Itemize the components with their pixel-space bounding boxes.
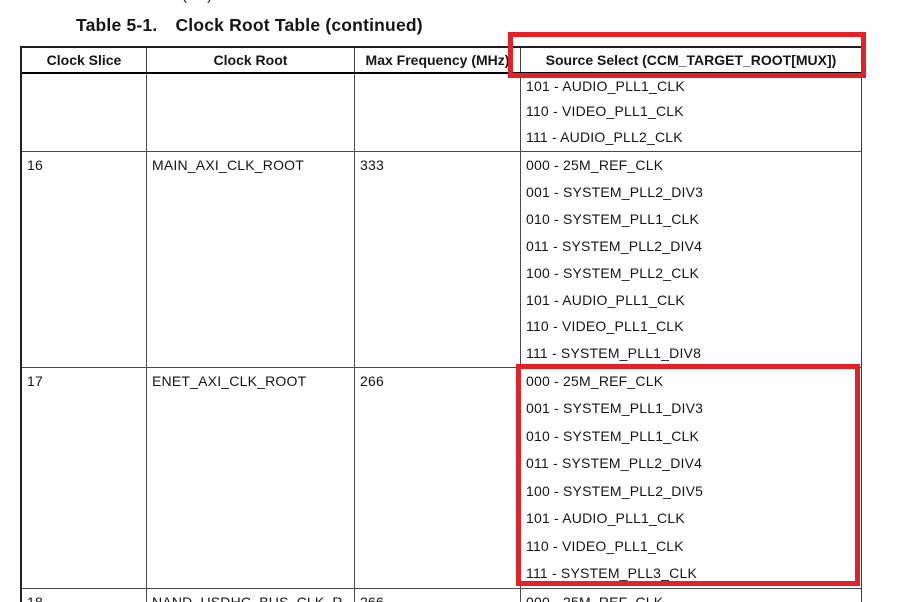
source-option: 101 - AUDIO_PLL1_CLK — [526, 291, 685, 308]
source-select-cell: 000 - 25M_REF_CLK 001 - SYSTEM_PLL2_DIV3 0… — [521, 152, 861, 367]
table-title: Clock Root Table (continued) — [175, 15, 423, 35]
source-option: 101 - AUDIO_PLL1_CLK — [526, 77, 685, 94]
source-select-cell: 000 - 25M_REF_CLK 001 - SYSTEM_PLL1_DIV3 0… — [521, 368, 861, 589]
clock-slice-cell: 17 — [22, 367, 147, 588]
max-frequency-cell — [355, 73, 521, 151]
source-select-cell: 000 - 25M_REF_CLK — [521, 589, 861, 602]
source-option: 111 - SYSTEM_PLL1_DIV8 — [526, 345, 702, 362]
clock-root-cell: NAND_USDHC_BUS_CLK_R — [147, 589, 355, 602]
header-max-frequency: Max Frequency (MHz) — [355, 48, 521, 72]
max-frequency-cell: 333 — [355, 152, 521, 367]
source-option: 101 - AUDIO_PLL1_CLK — [526, 510, 685, 526]
header-clock-root: Clock Root — [147, 48, 355, 72]
source-option: 111 - AUDIO_PLL2_CLK — [526, 128, 683, 145]
source-option: 111 - SYSTEM_PLL3_CLK — [526, 565, 697, 581]
table-number: Table 5-1. — [76, 15, 158, 35]
table-header-row: Clock Slice Clock Root Max Frequency (MH… — [22, 48, 861, 74]
source-option: 100 - SYSTEM_PLL2_DIV5 — [526, 482, 704, 499]
source-option: 000 - 25M_REF_CLK — [526, 372, 664, 389]
table-caption: Table 5-1. Clock Root Table (continued) — [76, 15, 423, 36]
header-source-select: Source Select (CCM_TARGET_ROOT[MUX]) — [545, 51, 837, 68]
clock-slice-cell — [22, 73, 147, 151]
source-option: 100 - SYSTEM_PLL2_CLK — [526, 264, 700, 281]
source-option: 110 - VIDEO_PLL1_CLK — [526, 103, 684, 119]
clock-slice-cell: 16 — [22, 152, 147, 367]
clock-root-cell: ENET_AXI_CLK_ROOT — [147, 367, 355, 588]
clock-root-table: Clock Slice Clock Root Max Frequency (MH… — [20, 46, 862, 602]
source-option: 001 - SYSTEM_PLL1_DIV3 — [526, 400, 704, 416]
source-option: 000 - 25M_REF_CLK — [526, 157, 664, 173]
source-option: 001 - SYSTEM_PLL2_DIV3 — [526, 183, 704, 200]
source-option: 000 - 25M_REF_CLK — [526, 594, 664, 602]
source-option: 110 - VIDEO_PLL1_CLK — [526, 537, 684, 554]
source-option: 010 - SYSTEM_PLL1_CLK — [526, 210, 700, 227]
max-frequency-cell: 266 — [355, 367, 521, 588]
header-clock-slice: Clock Slice — [22, 48, 147, 72]
table-row: 101 - AUDIO_PLL1_CLK 110 - VIDEO_PLL1_CLK… — [22, 73, 861, 152]
clock-slice-cell: 18 — [22, 589, 147, 602]
source-select-cell: 101 - AUDIO_PLL1_CLK 110 - VIDEO_PLL1_CLK… — [521, 74, 861, 152]
source-option: 110 - VIDEO_PLL1_CLK — [526, 318, 684, 335]
source-option: 011 - SYSTEM_PLL2_DIV4 — [526, 237, 703, 254]
max-frequency-cell: 266 — [355, 589, 521, 602]
source-option: 010 - SYSTEM_PLL1_CLK — [526, 427, 700, 444]
clock-root-cell: MAIN_AXI_CLK_ROOT — [147, 152, 355, 367]
highlight-box-row17-source-select — [516, 364, 860, 586]
table-body: 101 - AUDIO_PLL1_CLK 110 - VIDEO_PLL1_CLK… — [22, 73, 861, 602]
source-option: 011 - SYSTEM_PLL2_DIV4 — [526, 455, 703, 471]
highlight-box-source-select-header — [508, 32, 866, 78]
clipped-text-fragment: ( ) — [182, 0, 212, 4]
clock-root-cell — [147, 73, 355, 151]
